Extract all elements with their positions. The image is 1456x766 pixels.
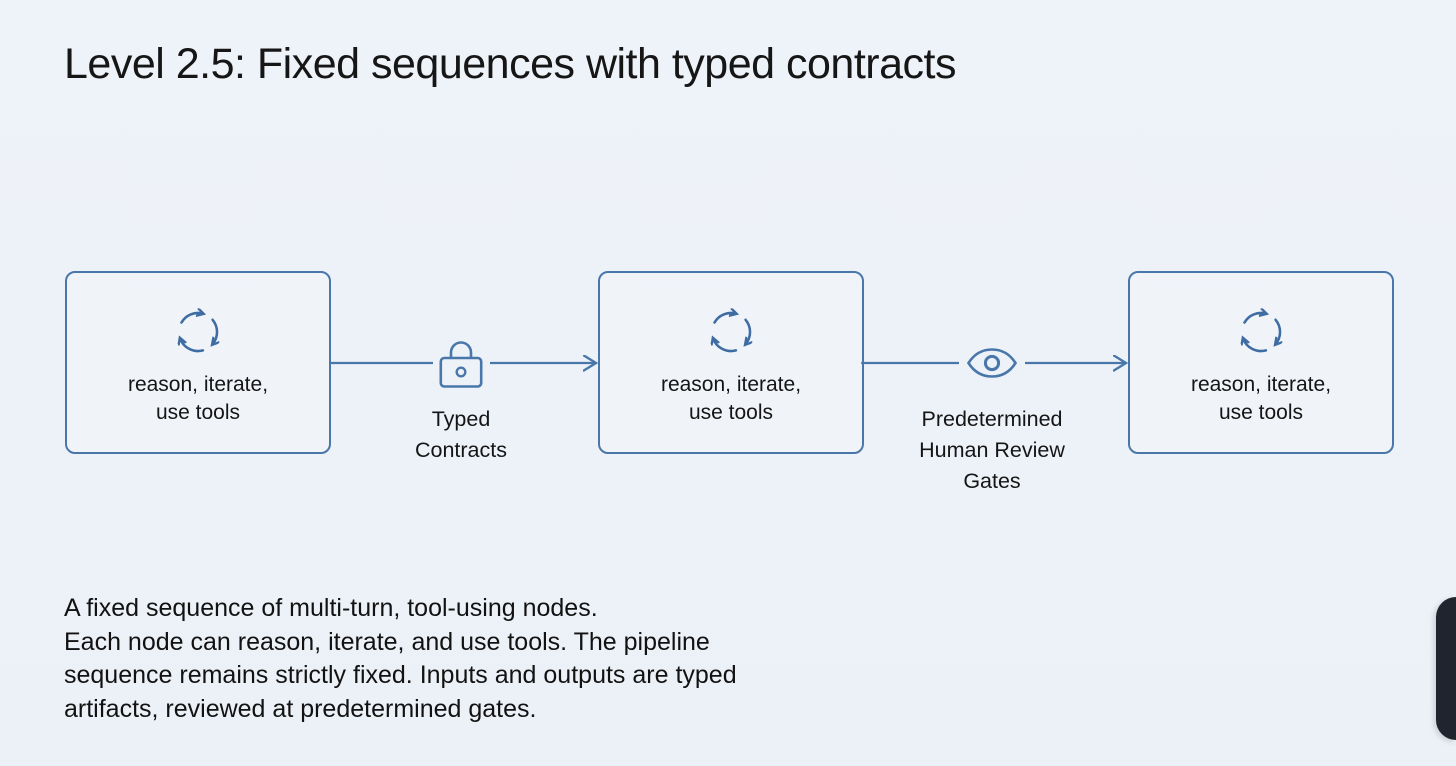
cycle-arrows-icon xyxy=(702,303,760,353)
description-line: sequence remains strictly fixed. Inputs … xyxy=(64,661,737,689)
description-text: A fixed sequence of multi-turn, tool-usi… xyxy=(64,592,737,726)
node-label: reason, iterate, use tools xyxy=(127,373,269,424)
description-line: Each node can reason, iterate, and use t… xyxy=(64,627,710,656)
description-line: A fixed sequence of multi-turn, tool-usi… xyxy=(64,594,598,622)
pipeline-node-1: reason, iterate, use tools xyxy=(65,271,331,454)
floating-widget-button[interactable] xyxy=(1436,597,1456,740)
typed-contracts-label: Typed Contracts xyxy=(414,407,507,462)
node-label: reason, iterate, use tools xyxy=(660,373,802,424)
pipeline-node-3: reason, iterate, use tools xyxy=(1128,271,1394,454)
pipeline-node-2: reason, iterate, use tools xyxy=(598,271,864,454)
eye-icon xyxy=(966,348,1018,378)
cycle-arrows-icon xyxy=(169,303,227,353)
human-review-gates-label: Predetermined Human Review Gates xyxy=(919,407,1065,493)
description-line: artifacts, reviewed at predetermined gat… xyxy=(64,694,537,723)
page-title: Level 2.5: Fixed sequences with typed co… xyxy=(64,40,956,88)
node-label: reason, iterate, use tools xyxy=(1190,373,1332,424)
cycle-arrows-icon xyxy=(1232,303,1290,353)
lock-icon xyxy=(438,338,484,390)
